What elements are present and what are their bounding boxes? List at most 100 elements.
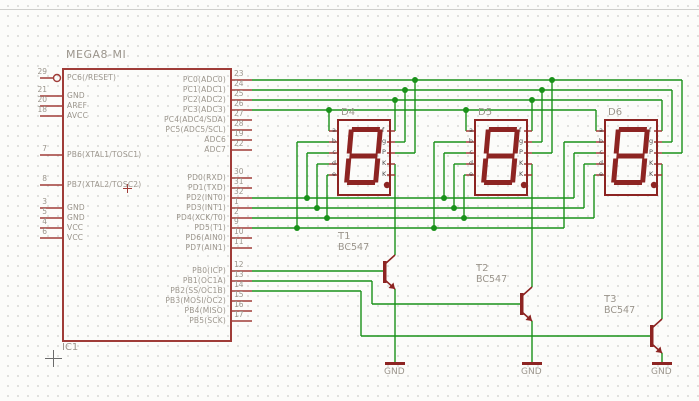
junction-dot	[431, 225, 437, 231]
decimal-point	[383, 181, 391, 189]
seven-segment-display[interactable]	[474, 119, 528, 196]
pin-number: 16	[234, 300, 244, 309]
junction-dot	[549, 77, 555, 83]
display-ref-d5[interactable]: D5	[478, 107, 493, 118]
pin-name-label: GND	[67, 203, 85, 212]
display-pin-label: P	[382, 148, 386, 156]
display-pin-label: e	[469, 170, 473, 178]
display-pin-label: f	[519, 126, 522, 134]
ic-mega8-body[interactable]	[62, 68, 232, 342]
transistor-ref-t2[interactable]: T2	[476, 263, 489, 274]
seven-segment-display[interactable]	[604, 119, 658, 196]
display-pin-label: b	[331, 137, 336, 145]
ground-label: GND	[384, 367, 405, 377]
segment	[613, 129, 621, 154]
display-pin-label: P	[649, 148, 653, 156]
transistor-value-t3[interactable]: BC547	[604, 305, 636, 316]
transistor-value-t1[interactable]: BC547	[338, 242, 370, 253]
display-pin-label: K	[519, 170, 524, 178]
pin-name-label: GND	[67, 91, 85, 100]
emitter-arrow	[655, 346, 662, 353]
decimal-point	[650, 181, 658, 189]
pin-name-label: PD4(XCK/T0)	[176, 213, 226, 222]
transistor-base-bar[interactable]	[383, 261, 387, 283]
display-pin-label: K	[519, 159, 524, 167]
display-pin-label: b	[598, 137, 603, 145]
pin-name-label: PB1(OC1A)	[182, 276, 226, 285]
transistor-collector[interactable]	[384, 254, 396, 265]
seven-segment-display[interactable]	[337, 119, 391, 196]
segment	[613, 180, 643, 185]
pin-name-label: GND	[67, 213, 85, 222]
transistor-ref-t3[interactable]: T3	[604, 294, 617, 305]
pin-number: 21	[37, 85, 47, 94]
pin-name-label: ADC6	[204, 135, 226, 144]
junction-dot	[539, 87, 545, 93]
pin-number: 28	[234, 119, 244, 128]
display-pin-label: P	[519, 148, 523, 156]
display-pin-label: a	[332, 126, 336, 134]
display-pin-label: e	[332, 170, 336, 178]
segment	[373, 158, 381, 183]
pin-name-label: VCC	[67, 233, 84, 242]
junction-dot	[324, 215, 330, 221]
pin-number: 13	[234, 270, 244, 279]
junction-dot	[314, 205, 320, 211]
junction-dot	[326, 107, 332, 113]
pin-number: 18	[37, 105, 47, 114]
segment	[351, 127, 380, 132]
segment	[488, 127, 517, 132]
pin-number: 22	[234, 139, 244, 148]
pin-number: 27	[234, 109, 244, 118]
display-pin-label: c	[469, 148, 473, 156]
transistor-collector[interactable]	[651, 318, 663, 329]
pin-name-label: AREF	[67, 101, 88, 110]
ic-ref[interactable]: IC1	[62, 342, 79, 353]
transistor-base-bar[interactable]	[520, 293, 524, 315]
pin-number: 6	[42, 227, 47, 236]
pin-number: 2	[234, 207, 239, 216]
transistor-collector[interactable]	[521, 286, 533, 297]
display-pin-label: c	[599, 148, 603, 156]
junction-dot	[402, 87, 408, 93]
pin-name-label: PC0(ADC0)	[182, 75, 226, 84]
segment	[344, 158, 352, 183]
pin-number: 26	[234, 99, 244, 108]
segment	[349, 153, 378, 159]
pin-name-label: PC2(ADC2)	[182, 95, 226, 104]
display-pin-label: b	[468, 137, 473, 145]
transistor-value-t2[interactable]: BC547	[476, 274, 508, 285]
pin-number: 12	[234, 260, 244, 269]
pin-name-label: AVCC	[67, 111, 89, 120]
pin-number: 25	[234, 89, 244, 98]
pin-name-label: PB2(SS/OC1B)	[170, 286, 226, 295]
junction-dot	[294, 225, 300, 231]
display-pin-label: a	[469, 126, 473, 134]
pin-name-label: PB4(MISO)	[184, 306, 226, 315]
junction-dot	[451, 205, 457, 211]
segment	[483, 180, 513, 185]
pin-name-label: PC1(ADC1)	[182, 85, 226, 94]
pin-number: 8	[42, 174, 47, 183]
ic-origin-marker	[127, 184, 128, 193]
display-ref-d4[interactable]: D4	[341, 107, 356, 118]
transistor-base-bar[interactable]	[650, 325, 654, 347]
segment	[481, 158, 489, 183]
segment	[486, 153, 515, 159]
display-ref-d6[interactable]: D6	[608, 107, 623, 118]
pin-name-label: PD2(INT0)	[186, 193, 226, 202]
transistor-ref-t1[interactable]: T1	[338, 231, 351, 242]
display-pin-label: f	[382, 126, 385, 134]
pin-name-label: PC4(ADC4/SDA)	[164, 115, 226, 124]
segment	[346, 129, 354, 154]
junction-dot	[463, 107, 469, 113]
segment	[375, 129, 383, 154]
pin-number: 24	[234, 79, 244, 88]
pin-number: 14	[234, 280, 244, 289]
pin-number: 30	[234, 167, 244, 176]
pin-name-label: PB7(XTAL2/TOSC2)	[67, 180, 142, 189]
pin-number: 20	[37, 95, 47, 104]
display-pin-label: K	[649, 159, 654, 167]
